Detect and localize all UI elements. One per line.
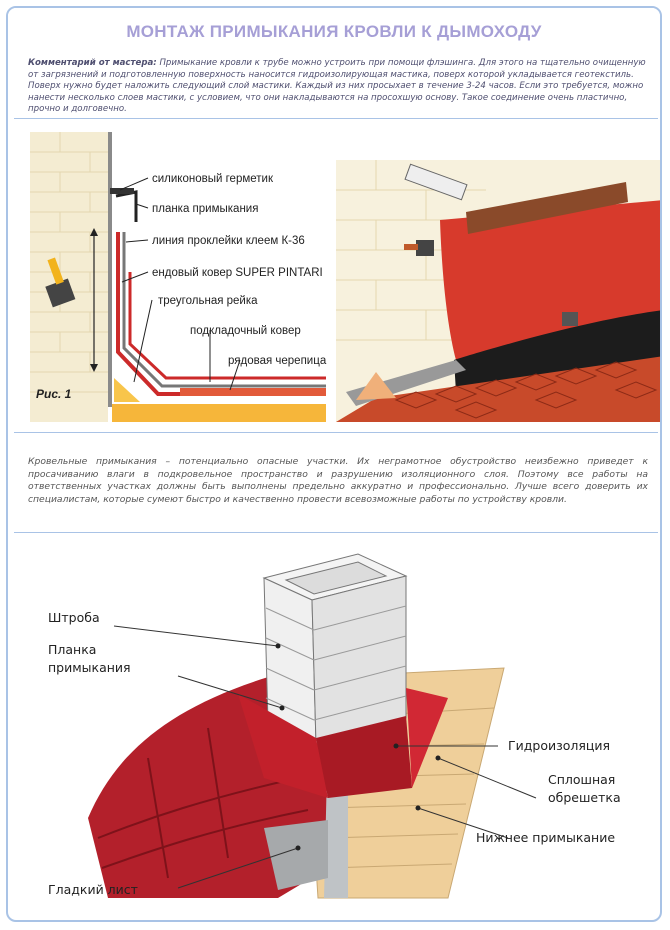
brush-2-icon	[562, 312, 578, 326]
chimney-figure: Штроба Планка примыкания Гидроизоляция С…	[48, 553, 621, 899]
divider	[14, 532, 658, 533]
label-flashing: планка примыкания	[152, 203, 258, 215]
roof-base	[112, 404, 326, 422]
divider	[14, 432, 658, 433]
brush-icon	[45, 278, 76, 308]
label-triangular-batten: треугольная рейка	[158, 295, 258, 307]
brick-wall	[30, 132, 108, 422]
underlay-carpet	[122, 232, 326, 388]
page-frame: МОНТАЖ ПРИМЫКАНИЯ КРОВЛИ К ДЫМОХОДУ Комм…	[6, 6, 662, 922]
sealant-strip	[110, 188, 134, 194]
leader-lines	[119, 177, 241, 391]
label-hydro: Гидроизоляция	[508, 738, 610, 753]
side-flashing	[316, 716, 412, 798]
right-flashing	[406, 688, 448, 788]
figure-caption: Рис. 1	[36, 387, 72, 401]
divider	[14, 118, 658, 119]
smooth-sheet	[264, 820, 328, 890]
flashing-strip	[115, 190, 138, 222]
label-valley-carpet: ендовый ковер SUPER PINTARI	[152, 267, 323, 279]
tiles	[336, 356, 660, 422]
metal-strip	[466, 182, 628, 234]
comment-text: Примыкание кровли к трубе можно устроить…	[28, 58, 646, 114]
page-title: МОНТАЖ ПРИМЫКАНИЯ КРОВЛИ К ДЫМОХОДУ	[126, 22, 542, 41]
cross-section-figure: силиконовый герметик планка примыкания л…	[30, 132, 327, 422]
label-obreshetka-line2: обрешетка	[548, 790, 621, 805]
label-obreshetka-line1: Сплошная	[548, 772, 615, 787]
triangular-batten	[114, 378, 140, 402]
label-sealant: силиконовый герметик	[152, 173, 274, 185]
chimney-right	[311, 575, 407, 745]
label-row-tile: рядовая черепица	[228, 355, 327, 367]
black-layer	[454, 310, 660, 392]
label-shtroba: Штроба	[48, 610, 100, 625]
label-bottom-junction: Нижнее примыкание	[476, 830, 615, 845]
label-planka-line1: Планка	[48, 642, 96, 657]
label-glue-line: линия проклейки клеем К-36	[152, 235, 305, 247]
intro-paragraph: Кровельные примыкания – потенциально опа…	[28, 456, 648, 505]
wood-wedge	[356, 372, 396, 400]
leader-lines-3	[113, 625, 537, 889]
membrane	[440, 200, 660, 360]
sealant-tube	[404, 163, 468, 201]
wall-surface	[108, 132, 112, 407]
header: МОНТАЖ ПРИМЫКАНИЯ КРОВЛИ К ДЫМОХОДУ Комм…	[8, 8, 660, 114]
row-tile	[128, 272, 326, 380]
tile-edge	[180, 388, 326, 396]
comment-lead: Комментарий от мастера:	[28, 58, 157, 68]
label-underlay: подкладочный ковер	[190, 325, 301, 337]
label-planka-line2: примыкания	[48, 660, 131, 675]
illustration-figure	[336, 160, 660, 422]
brush-1-icon	[416, 240, 434, 256]
master-comment: Комментарий от мастера: Примыкание кровл…	[28, 58, 648, 116]
label-smooth-sheet: Гладкий лист	[48, 882, 138, 897]
front-apron	[238, 694, 328, 798]
